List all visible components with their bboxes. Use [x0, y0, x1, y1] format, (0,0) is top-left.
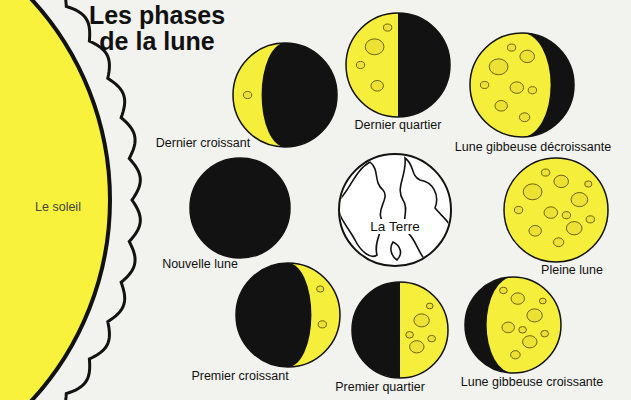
moon-drawing [352, 282, 448, 378]
moon-drawing [233, 43, 337, 147]
moon-drawing [236, 263, 340, 367]
diagram-title: Les phases de la lune [76, 2, 238, 54]
phase-label: Nouvelle lune [162, 257, 238, 272]
phase-label: Dernier quartier [355, 118, 442, 133]
moon-drawing [504, 158, 608, 262]
moon-body [352, 282, 448, 378]
earth-drawing [339, 154, 451, 266]
moon-drawing [465, 277, 561, 373]
moon-phase: Premier quartier [352, 282, 448, 378]
moon-body [465, 277, 561, 373]
moon-drawing [470, 33, 574, 137]
moon-body [346, 13, 450, 117]
moon-phase: Pleine lune [504, 158, 608, 262]
moon-drawing [346, 13, 450, 117]
moon-body [190, 158, 290, 258]
moon-phase: Nouvelle lune [190, 158, 290, 258]
moon-phase: Lune gibbeuse décroissante [470, 33, 574, 137]
moon-phase: Premier croissant [236, 263, 340, 367]
phase-label: Dernier croissant [156, 136, 250, 151]
phase-label: Premier croissant [191, 369, 288, 384]
moon-body [233, 43, 337, 147]
moon-body [504, 158, 608, 262]
moon-body [236, 263, 340, 367]
moon-drawing [190, 158, 290, 258]
moon-phase: Lune gibbeuse croissante [465, 277, 561, 373]
moon-body [470, 33, 574, 137]
earth-globe: La Terre [339, 154, 451, 266]
moon-phase: Dernier croissant [233, 43, 337, 147]
sun-disc: Le soleil [0, 0, 146, 400]
earth-label: La Terre [367, 219, 422, 234]
sun-label: Le soleil [35, 200, 81, 215]
moon-phase: Dernier quartier [346, 13, 450, 117]
phase-label: Lune gibbeuse décroissante [455, 140, 611, 155]
earth-body [338, 154, 453, 266]
phase-label: Pleine lune [541, 263, 603, 278]
phase-label: Premier quartier [335, 380, 425, 395]
sun-body [0, 0, 110, 400]
phase-label: Lune gibbeuse croissante [461, 375, 603, 390]
